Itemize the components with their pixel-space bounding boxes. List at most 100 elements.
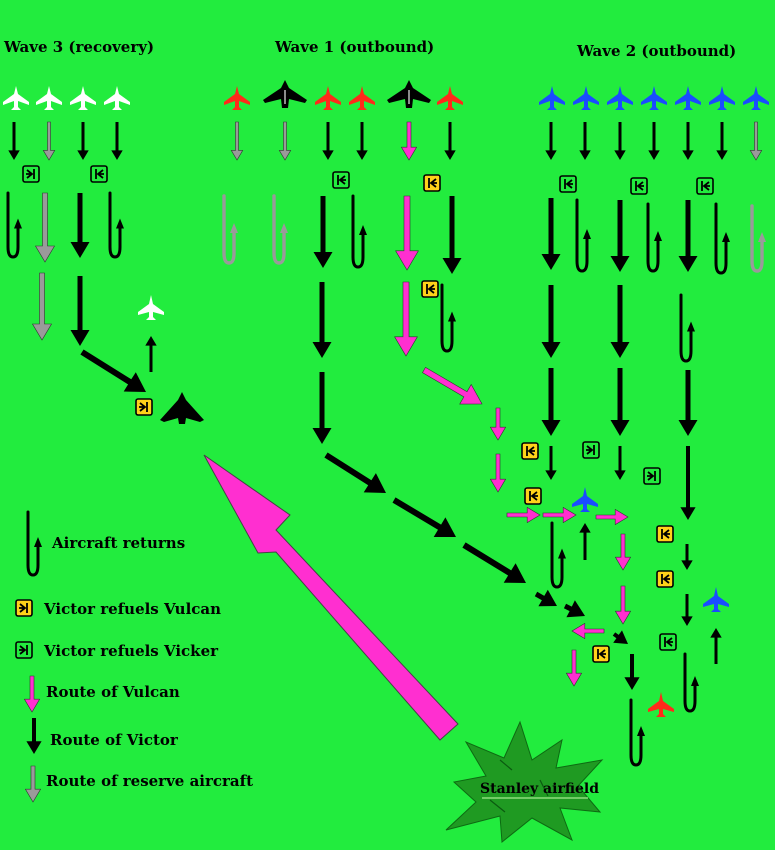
wave3-victor-aircraft bbox=[104, 86, 130, 110]
victor-route-arrow bbox=[324, 452, 386, 493]
aircraft-return-arrow bbox=[683, 652, 699, 713]
victor-route-arrow bbox=[614, 122, 626, 160]
refuel-vicker-marker bbox=[90, 165, 108, 183]
wave1-victor-aircraft bbox=[349, 86, 375, 110]
victor-route-arrow bbox=[681, 544, 693, 570]
route-arrows bbox=[6, 121, 766, 767]
stanley-airfield-label: Stanley airfield bbox=[480, 781, 599, 797]
victor-route-arrow bbox=[678, 200, 698, 272]
legend-victor-route-icon bbox=[26, 718, 42, 754]
legend-refuel-vulcan-icon bbox=[15, 599, 33, 617]
recovery-vulcan-aircraft bbox=[160, 392, 204, 424]
legend-vulcan-route-label: Route of Vulcan bbox=[46, 683, 180, 701]
victor-route-arrow bbox=[624, 654, 640, 690]
refuel-vulcan-marker bbox=[656, 525, 674, 543]
refuel-vulcan-marker bbox=[423, 174, 441, 192]
wave2-victor-aircraft bbox=[539, 86, 565, 110]
victor-route-arrow bbox=[541, 198, 561, 270]
vulcan-route-arrow bbox=[395, 195, 419, 271]
reserve-route-arrow bbox=[42, 121, 56, 161]
victor-route-arrow bbox=[77, 122, 89, 160]
refuel-vicker-marker bbox=[559, 175, 577, 193]
wave3-victor-aircraft bbox=[3, 86, 29, 110]
wave2-victor-aircraft bbox=[607, 86, 633, 110]
aircraft-return-arrow bbox=[750, 204, 766, 273]
victor-route-arrow bbox=[145, 336, 157, 372]
wave2-victor-aircraft bbox=[709, 86, 735, 110]
legend-vulcan-arrow-shape bbox=[23, 675, 41, 713]
victor-route-arrow bbox=[681, 594, 693, 626]
victor-route-arrow bbox=[534, 589, 557, 607]
vulcan-route-arrow bbox=[542, 506, 577, 524]
reserve-route-arrow bbox=[34, 192, 56, 263]
victor-route-arrow bbox=[610, 368, 630, 436]
reserve-route-arrow bbox=[31, 272, 53, 341]
victor-route-arrow bbox=[563, 600, 585, 618]
victor-route-arrow bbox=[8, 122, 20, 160]
victor-route-arrow bbox=[716, 122, 728, 160]
victor-route-arrow bbox=[392, 497, 456, 537]
victor-route-arrow bbox=[680, 446, 696, 520]
victor-route-arrow bbox=[111, 122, 123, 160]
legend-reserve-route-icon bbox=[24, 765, 42, 803]
wave1-title: Wave 1 (outbound) bbox=[274, 38, 434, 56]
victor-route-arrow bbox=[678, 370, 698, 436]
aircraft-return-arrow bbox=[440, 283, 456, 353]
wave2-title: Wave 2 (outbound) bbox=[576, 42, 736, 60]
refuel-vulcan-marker bbox=[592, 645, 610, 663]
aircraft-return-arrow bbox=[351, 194, 367, 269]
victor-route-arrow bbox=[614, 446, 626, 480]
vulcan-route-arrow bbox=[614, 533, 632, 571]
vulcan-route-arrow bbox=[565, 649, 583, 687]
wave2-returning-victor-aircraft bbox=[703, 587, 729, 612]
reserve-route-arrow bbox=[749, 121, 763, 161]
aircraft-return-arrow bbox=[714, 202, 730, 275]
aircraft-return-arrow bbox=[575, 198, 591, 273]
vulcan-route-arrow bbox=[422, 366, 483, 405]
victor-route-arrow bbox=[648, 122, 660, 160]
wave1-aircraft-row bbox=[224, 80, 463, 110]
aircraft-return-arrow bbox=[272, 194, 288, 265]
refuel-vicker-marker bbox=[696, 177, 714, 195]
wave2-victor-aircraft bbox=[641, 86, 667, 110]
refuel-vulcan-marker bbox=[421, 280, 439, 298]
refuel-vulcan-marker bbox=[521, 442, 539, 460]
victor-route-arrow bbox=[682, 122, 694, 160]
aircraft-return-arrow bbox=[550, 521, 566, 589]
refuel-vicker-marker bbox=[582, 441, 600, 459]
legend-refuel-vicker-label: Victor refuels Vicker bbox=[43, 642, 219, 660]
refuel-vulcan-marker bbox=[135, 398, 153, 416]
legend-return-arrow-shape bbox=[26, 510, 42, 577]
legend-reserve-route-label: Route of reserve aircraft bbox=[46, 772, 253, 790]
aircraft-return-arrow bbox=[646, 202, 662, 273]
victor-route-arrow bbox=[356, 122, 368, 160]
wave3-returning-victor-aircraft bbox=[138, 295, 164, 320]
wave3-title: Wave 3 (recovery) bbox=[3, 38, 154, 56]
vulcan-route-arrow bbox=[489, 407, 507, 441]
victor-route-arrow bbox=[313, 196, 333, 268]
wave2-victor-aircraft bbox=[573, 86, 599, 110]
refuel-vicker-marker bbox=[22, 165, 40, 183]
victor-route-arrow bbox=[610, 285, 630, 358]
wave1-vulcan-aircraft bbox=[263, 80, 307, 108]
legend-victor-arrow-shape bbox=[26, 718, 42, 754]
wave1-returning-victor-aircraft bbox=[648, 692, 674, 717]
victor-route-arrow bbox=[579, 523, 591, 560]
legend-return-arrow-icon bbox=[26, 510, 42, 577]
stanley-airfield-marker: Stanley airfield bbox=[445, 720, 604, 843]
victor-route-arrow bbox=[80, 349, 146, 392]
vulcan-route-arrow bbox=[489, 453, 507, 493]
victor-route-arrow bbox=[710, 628, 722, 664]
wave1-victor-aircraft bbox=[315, 86, 341, 110]
wave2-victor-aircraft bbox=[675, 86, 701, 110]
victor-route-arrow bbox=[545, 122, 557, 160]
wave1-vulcan-aircraft bbox=[387, 80, 431, 108]
aircraft-return-arrow bbox=[222, 194, 238, 265]
aircraft-return-arrow bbox=[108, 191, 124, 259]
vulcan-route-arrow bbox=[614, 585, 632, 625]
wave3-victor-aircraft bbox=[36, 86, 62, 110]
vulcan-route-arrow bbox=[400, 121, 418, 161]
aircraft-return-arrow bbox=[6, 191, 22, 259]
vulcan-route-arrow bbox=[394, 281, 418, 357]
